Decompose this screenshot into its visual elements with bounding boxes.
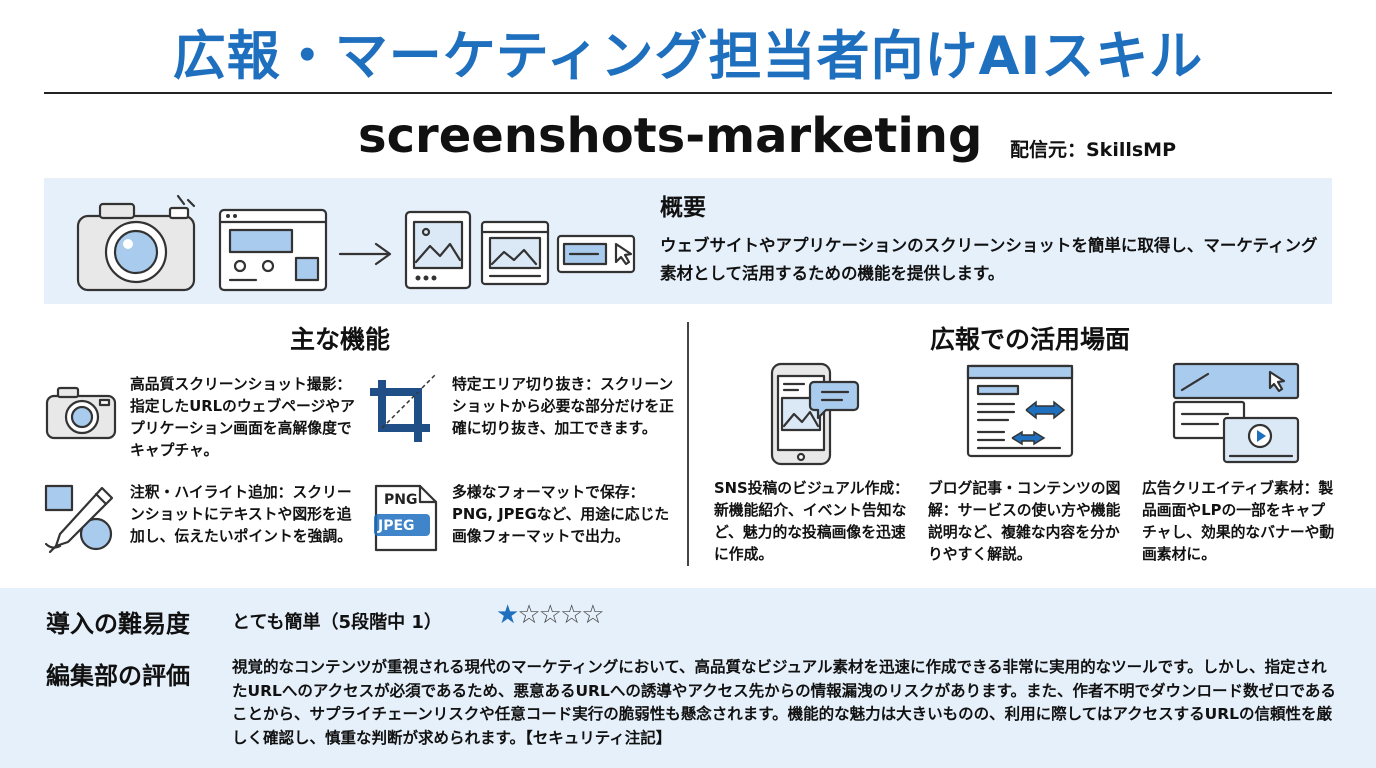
feature-text-format: 多様なフォーマットで保存：PNG, JPEGなど、用途に応じた画像フォーマットで… (452, 484, 670, 545)
difficulty-value: とても簡単（5段階中 1） (232, 612, 442, 633)
camera-icon (45, 386, 117, 440)
image-card-icon (404, 210, 472, 290)
page-title: 広報・マーケティング担当者向けAIスキル (172, 26, 1204, 87)
png-label: PNG (384, 492, 418, 508)
arrow-right-icon (338, 242, 392, 266)
review-label: 編集部の評価 (46, 662, 190, 690)
section-divider (687, 322, 689, 566)
ad-banner-video-icon (1172, 362, 1300, 464)
smartphone-sns-icon (770, 362, 860, 466)
feature-text-screenshot: 高品質スクリーンショット撮影：指定したURLのウェブページやアプリケーション画面… (130, 376, 355, 459)
use-case-text-ad: 広告クリエイティブ素材：製品画面やLPの一部をキャプチャし、効果的なバナーや動画… (1142, 480, 1335, 563)
crop-icon (370, 373, 437, 442)
banner-cursor-icon (556, 234, 636, 274)
feature-text-crop: 特定エリア切り抜き：スクリーンショットから必要な部分だけを正確に切り抜き、加工で… (452, 376, 674, 437)
star-empty-icon: ☆ (517, 600, 540, 630)
use-case-text-blog: ブログ記事・コンテンツの図解：サービスの使い方や機能説明など、複雑な内容を分かり… (928, 480, 1121, 563)
star-empty-icon: ☆ (538, 600, 562, 630)
image-window-icon (480, 220, 550, 286)
star-empty-icon: ☆ (581, 600, 604, 630)
camera-icon (76, 194, 196, 292)
overview-text: ウェブサイトやアプリケーションのスクリーンショットを簡単に取得し、マーケティング… (660, 236, 1318, 283)
features-heading: 主な機能 (289, 325, 390, 354)
file-format-icon (374, 484, 438, 552)
difficulty-label: 導入の難易度 (46, 610, 190, 638)
use-case-text-sns: SNS投稿のビジュアル作成：新機能紹介、イベント告知など、魅力的な投稿画像を迅速… (714, 480, 909, 563)
overview-heading: 概要 (660, 195, 706, 221)
star-filled-icon: ★ (496, 600, 519, 630)
difficulty-rating: ★☆☆☆☆ (496, 600, 605, 630)
skill-name: screenshots-marketing (358, 108, 983, 164)
blog-article-icon (966, 364, 1074, 458)
title-divider (44, 92, 1332, 94)
overview-illustration (76, 194, 636, 292)
browser-window-icon (218, 208, 328, 292)
evaluation-section (0, 588, 1376, 768)
feature-text-annotation: 注釈・ハイライト追加：スクリーンショットにテキストや図形を追加し、伝えたいポイン… (130, 484, 352, 545)
jpeg-label: JPEG (378, 518, 415, 534)
source-label: 配信元：SkillsMP (1010, 139, 1176, 161)
use-cases-heading: 広報での活用場面 (929, 325, 1130, 354)
pen-icon (44, 484, 114, 554)
review-text: 視覚的なコンテンツが重視される現代のマーケティングにおいて、高品質なビジュアル素… (232, 658, 1336, 747)
star-empty-icon: ☆ (559, 600, 583, 630)
